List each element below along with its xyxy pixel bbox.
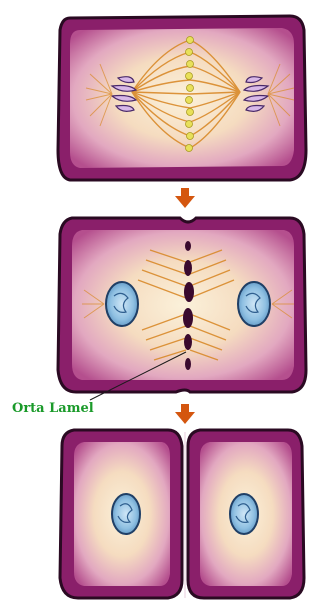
arrow-2-icon [175,404,195,424]
arrow-1-icon [175,188,195,208]
stage-3-right-cell [188,430,304,598]
cell-3-left-nucleus [112,494,140,534]
cell-2-left-nucleus [106,282,138,326]
stage-2-cell [58,218,306,400]
cell-2-right-nucleus [238,282,270,326]
cell-3-right-nucleus [230,494,258,534]
stage-1-cell [58,16,306,180]
stage-3-left-cell [60,430,182,598]
middle-lamella-label: Orta Lamel [12,401,94,416]
